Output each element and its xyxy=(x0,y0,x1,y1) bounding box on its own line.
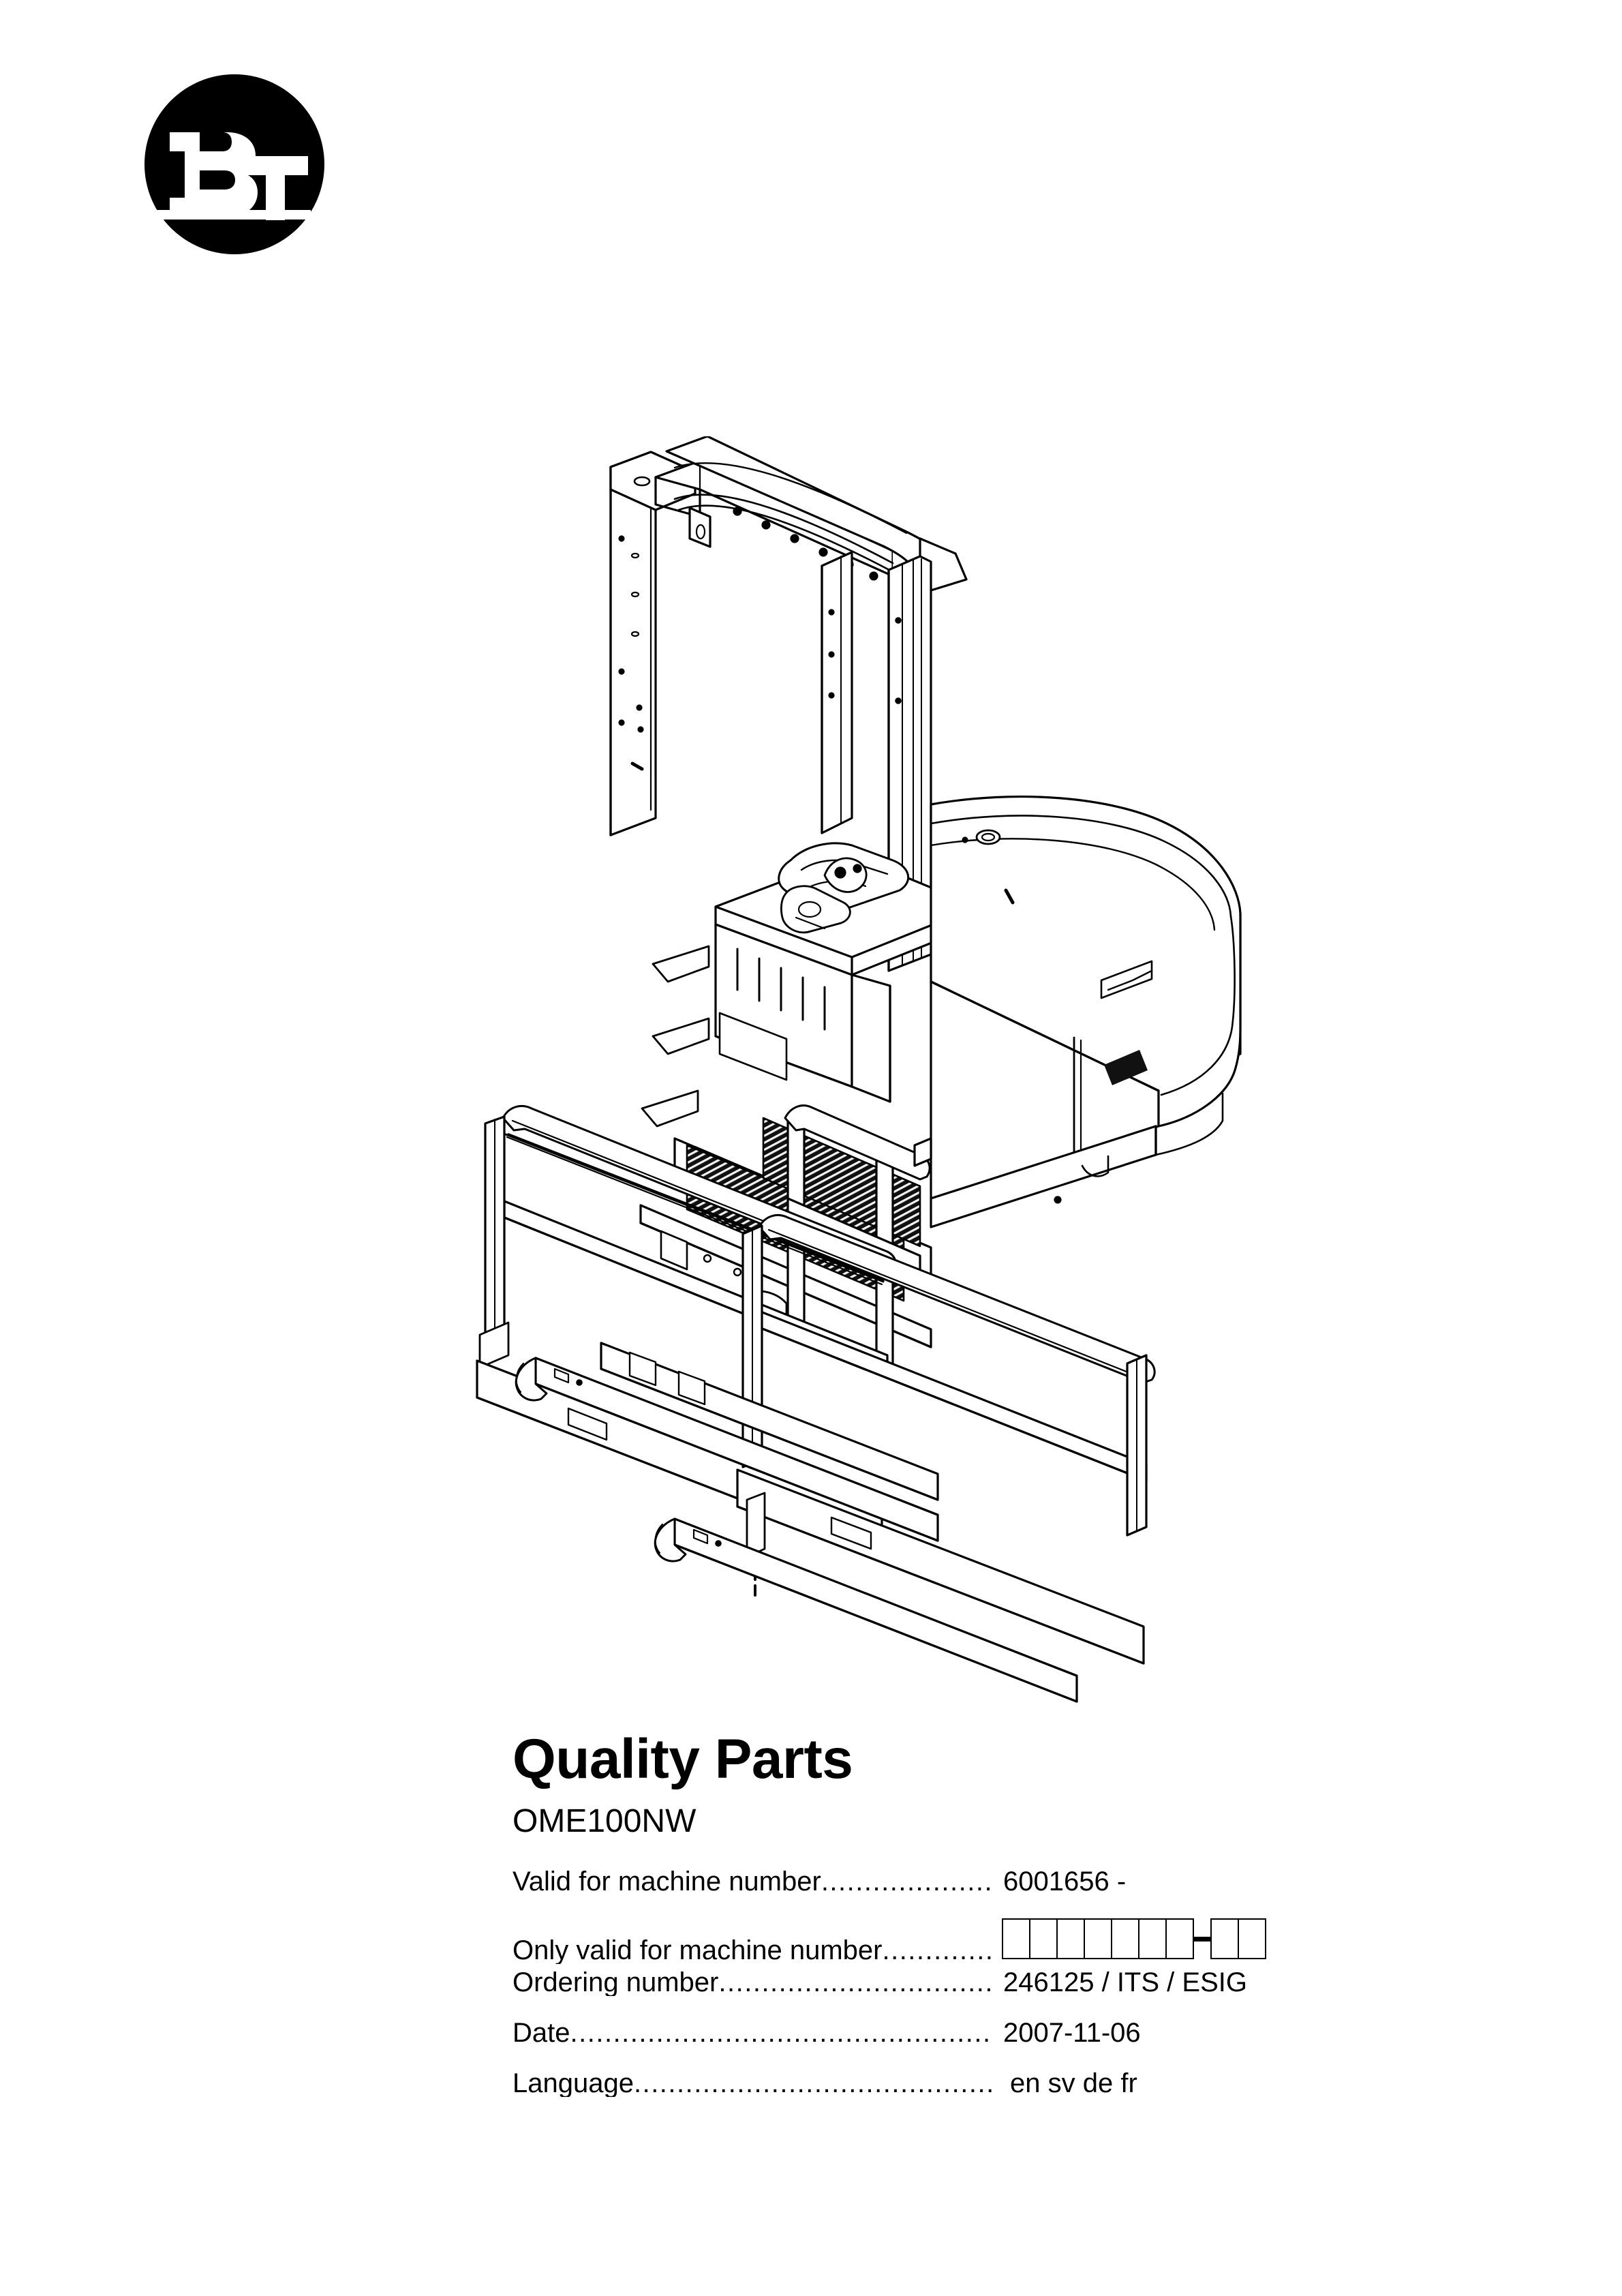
spec-leader: ........................................… xyxy=(882,1937,992,1964)
guard-rail-cross-brace xyxy=(507,1133,885,1282)
spec-value: 2007-11-06 xyxy=(1003,2018,1141,2048)
spec-leader: ........................................… xyxy=(633,2070,992,2097)
logo-underline xyxy=(157,210,311,220)
spec-label: Ordering number xyxy=(512,1969,719,1996)
spec-label: Language xyxy=(512,2070,634,2097)
order-picker-truck-illustration xyxy=(470,436,1520,1718)
spec-label-wrap: Valid for machine number ...............… xyxy=(512,1868,992,1895)
spec-leader: ........................................… xyxy=(718,1969,992,1996)
spec-row-ordering-number: Ordering number ........................… xyxy=(512,1969,1548,2019)
machine-number-box[interactable] xyxy=(1165,1918,1194,1959)
spec-label: Date xyxy=(512,2019,570,2046)
machine-number-boxes-primary[interactable] xyxy=(1002,1918,1194,1959)
spec-label: Only valid for machine number xyxy=(512,1937,883,1964)
spec-row-only-valid-for-machine-number: Only valid for machine number ..........… xyxy=(512,1918,1548,1969)
spec-value: en sv de fr xyxy=(1010,2068,1137,2098)
spec-label-wrap: Date ...................................… xyxy=(512,2019,992,2046)
page-title: Quality Parts xyxy=(512,1728,853,1790)
spec-label-wrap: Only valid for machine number ..........… xyxy=(512,1937,992,1964)
spec-row-date: Date ...................................… xyxy=(512,2019,1548,2070)
spec-label: Valid for machine number xyxy=(512,1868,821,1895)
machine-number-separator xyxy=(1194,1936,1210,1942)
machine-number-boxes[interactable] xyxy=(992,1918,1266,1959)
machine-number-box[interactable] xyxy=(1002,1918,1030,1959)
logo-letter-b xyxy=(170,132,258,217)
machine-number-box[interactable] xyxy=(1210,1918,1239,1959)
machine-number-box[interactable] xyxy=(1111,1918,1139,1959)
forks xyxy=(515,1357,1078,1703)
spec-label-wrap: Ordering number ........................… xyxy=(512,1969,992,1996)
spec-leader: ........................................… xyxy=(570,2019,993,2046)
base-frame xyxy=(600,1342,939,1501)
logo-letter-t xyxy=(243,156,308,220)
spec-value: 246125 / ITS / ESIG xyxy=(1003,1967,1247,1997)
guard-rail-front-long xyxy=(736,1214,1156,1665)
machine-number-boxes-secondary[interactable] xyxy=(1210,1918,1266,1959)
mast-rear-column xyxy=(609,451,697,836)
bt-logo xyxy=(142,74,327,255)
title-block: Quality Parts OME100NW Valid for machine… xyxy=(512,1732,1548,2120)
mast-inner-column xyxy=(821,551,853,834)
spec-row-language: Language ...............................… xyxy=(512,2070,1548,2120)
spec-leader: ........................................… xyxy=(821,1868,992,1895)
spec-row-valid-for-machine-number: Valid for machine number ...............… xyxy=(512,1868,1548,1918)
machine-number-box[interactable] xyxy=(1238,1918,1266,1959)
operator-compartment-panel xyxy=(641,923,891,1128)
model-name: OME100NW xyxy=(512,1803,697,1839)
machine-number-box[interactable] xyxy=(1084,1918,1112,1959)
machine-number-box[interactable] xyxy=(1029,1918,1058,1959)
machine-number-box[interactable] xyxy=(1056,1918,1085,1959)
machine-number-box[interactable] xyxy=(1138,1918,1167,1959)
spec-value: 6001656 - xyxy=(1003,1867,1127,1897)
chassis-body-cowl xyxy=(930,796,1242,1228)
spec-label-wrap: Language ...............................… xyxy=(512,2070,992,2097)
